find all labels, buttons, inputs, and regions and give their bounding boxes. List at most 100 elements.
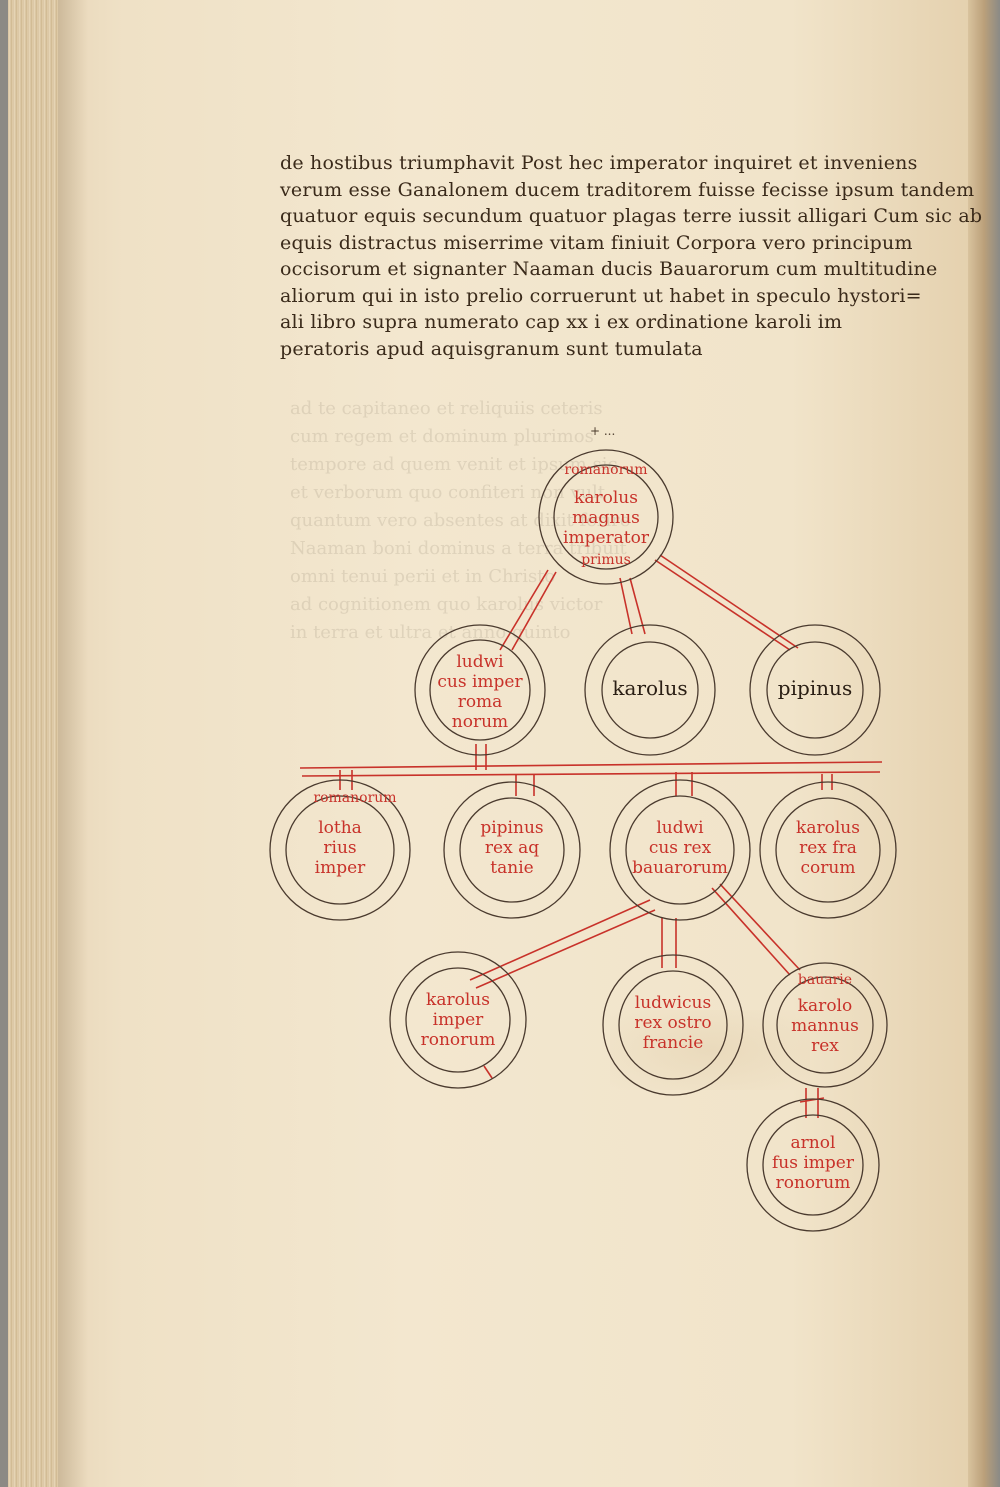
- connector-line: [469, 899, 651, 981]
- gen3-pipinus-label: pipinus rex aq tanie: [447, 818, 577, 878]
- gutter-shadow: [58, 0, 88, 1487]
- gen4-karolomannus-label: karolo mannus rex: [760, 996, 890, 1056]
- node-karolus: [584, 624, 716, 756]
- node-circles: [269, 449, 897, 1232]
- node-lotharius: [269, 779, 411, 921]
- label-line: karolus: [426, 990, 490, 1010]
- text-line: peratoris apud aquisgranum sunt tumulata: [280, 337, 703, 360]
- label-line: rex ostro: [634, 1013, 712, 1033]
- gen3-karolus-label: karolus rex fra corum: [763, 818, 893, 878]
- label-line: pipinus: [777, 676, 853, 700]
- node-karolus-imperator: [389, 951, 527, 1089]
- text-line: aliorum qui in isto prelio corruerunt ut…: [280, 284, 922, 307]
- connector-line: [511, 571, 557, 651]
- node-ludwicus-ostrofrancie: [602, 954, 744, 1096]
- connector-lines: [299, 554, 883, 1118]
- label-line: cus rex: [648, 838, 712, 858]
- connector-line: [483, 1065, 493, 1079]
- node-ludwicus-imperator: [414, 624, 546, 756]
- gen4-karolus-label: karolus imper ronorum: [393, 990, 523, 1050]
- root-arc-top-label: romanorum: [564, 462, 648, 478]
- text-line: de hostibus triumphavit Post hec imperat…: [280, 152, 918, 174]
- node-karolus-francorum: [759, 781, 897, 919]
- connector-line: [711, 887, 791, 976]
- gen2-ludwicus-label: ludwi cus imper roma norum: [415, 652, 545, 732]
- label-line: ludwi: [456, 652, 504, 672]
- show-through-line: tempore ad quem venit et ipsum sic: [290, 454, 618, 475]
- connector-line: [301, 771, 881, 777]
- connector-line: [475, 909, 656, 989]
- node-pipinus: [749, 624, 881, 756]
- label-line: norum: [451, 712, 509, 732]
- label-line: ronorum: [420, 1030, 496, 1050]
- label-line: ludwi: [656, 818, 704, 838]
- label-line: magnus: [572, 508, 640, 528]
- folio-mark: + ...: [590, 424, 616, 438]
- root-arc-bottom-label: primus: [581, 552, 631, 568]
- page-edge-right: [968, 0, 1000, 1487]
- node-pipinus-aquitanie: [443, 781, 581, 919]
- show-through-line: ad te capitaneo et reliquiis ceteris: [290, 398, 603, 419]
- page-edges-left: [8, 0, 58, 1487]
- text-line: ali libro supra numerato cap xx i ex ord…: [280, 311, 843, 333]
- show-through-text: ad te capitaneo et reliquiis ceteris cum…: [290, 395, 890, 647]
- connector-line: [719, 883, 801, 971]
- text-line: occisorum et signanter Naaman ducis Baua…: [280, 258, 938, 280]
- gen2-karolus-label: karolus: [585, 678, 715, 698]
- label-line: bauarorum: [632, 858, 728, 878]
- root-node-label: karolus magnus imperator: [541, 488, 671, 548]
- label-line: francie: [642, 1033, 704, 1053]
- label-line: lotha: [318, 818, 362, 838]
- label-line: mannus: [791, 1016, 859, 1036]
- label-line: imper: [432, 1010, 484, 1030]
- gen3-lotharius-arc-label: romanorum: [313, 790, 397, 806]
- label-line: rex: [811, 1036, 839, 1056]
- show-through-line: et verborum quo confiteri non vult: [290, 482, 606, 503]
- connector-line: [659, 554, 799, 649]
- label-line: karolus: [612, 676, 688, 700]
- label-line: tanie: [490, 858, 534, 878]
- show-through-line: quantum vero absentes at dixit ferire: [290, 510, 631, 531]
- show-through-line: cum regem et dominum plurimos: [290, 426, 594, 447]
- gen3-ludwicus-label: ludwi cus rex bauarorum: [615, 818, 745, 878]
- show-through-line: omni tenui perii et in Christo: [290, 566, 556, 587]
- label-line: ludwicus: [634, 993, 712, 1013]
- connector-line: [654, 559, 791, 651]
- node-karolomannus: [762, 962, 888, 1088]
- gen3-lotharius-label: lotha rius imper: [275, 818, 405, 878]
- text-line: quatuor equis secundum quatuor plagas te…: [280, 205, 983, 227]
- node-root-karolus-magnus: [538, 449, 674, 585]
- node-ludwicus-bauarorum: [609, 779, 751, 921]
- connector-line: [799, 1097, 825, 1103]
- label-line: corum: [800, 858, 856, 878]
- manuscript-text: de hostibus triumphavit Post hec imperat…: [280, 150, 983, 362]
- label-line: karolus: [574, 488, 638, 508]
- text-line: equis distractus miserrime vitam finiuit…: [280, 231, 913, 254]
- label-line: rex fra: [799, 838, 857, 858]
- label-line: karolus: [796, 818, 860, 838]
- gen5-arnolfus-label: arnol fus imper ronorum: [748, 1133, 878, 1193]
- text-line: verum esse Ganalonem ducem traditorem fu…: [280, 178, 975, 201]
- gen4-ludwicus-label: ludwicus rex ostro francie: [608, 993, 738, 1053]
- connector-line: [619, 577, 633, 635]
- label-line: fus imper: [772, 1153, 854, 1173]
- label-line: karolo: [797, 996, 853, 1016]
- connector-line: [629, 577, 646, 635]
- connector-line: [499, 569, 549, 651]
- label-line: imperator: [563, 528, 649, 548]
- label-line: roma: [457, 692, 503, 712]
- show-through-line: in terra et ultra et anno quinto: [290, 622, 571, 643]
- manuscript-page: [28, 0, 980, 1487]
- node-arnolfus: [746, 1098, 880, 1232]
- label-line: imper: [314, 858, 366, 878]
- gen2-pipinus-label: pipinus: [750, 678, 880, 698]
- label-line: arnol: [790, 1133, 836, 1153]
- label-line: ronorum: [775, 1173, 851, 1193]
- gen4-karolomannus-arc-label: bauarie: [797, 972, 853, 988]
- label-line: pipinus: [480, 818, 544, 838]
- label-line: rius: [323, 838, 357, 858]
- show-through-line: Naaman boni dominus a terra tribuit: [290, 538, 627, 559]
- label-line: cus imper: [437, 672, 523, 692]
